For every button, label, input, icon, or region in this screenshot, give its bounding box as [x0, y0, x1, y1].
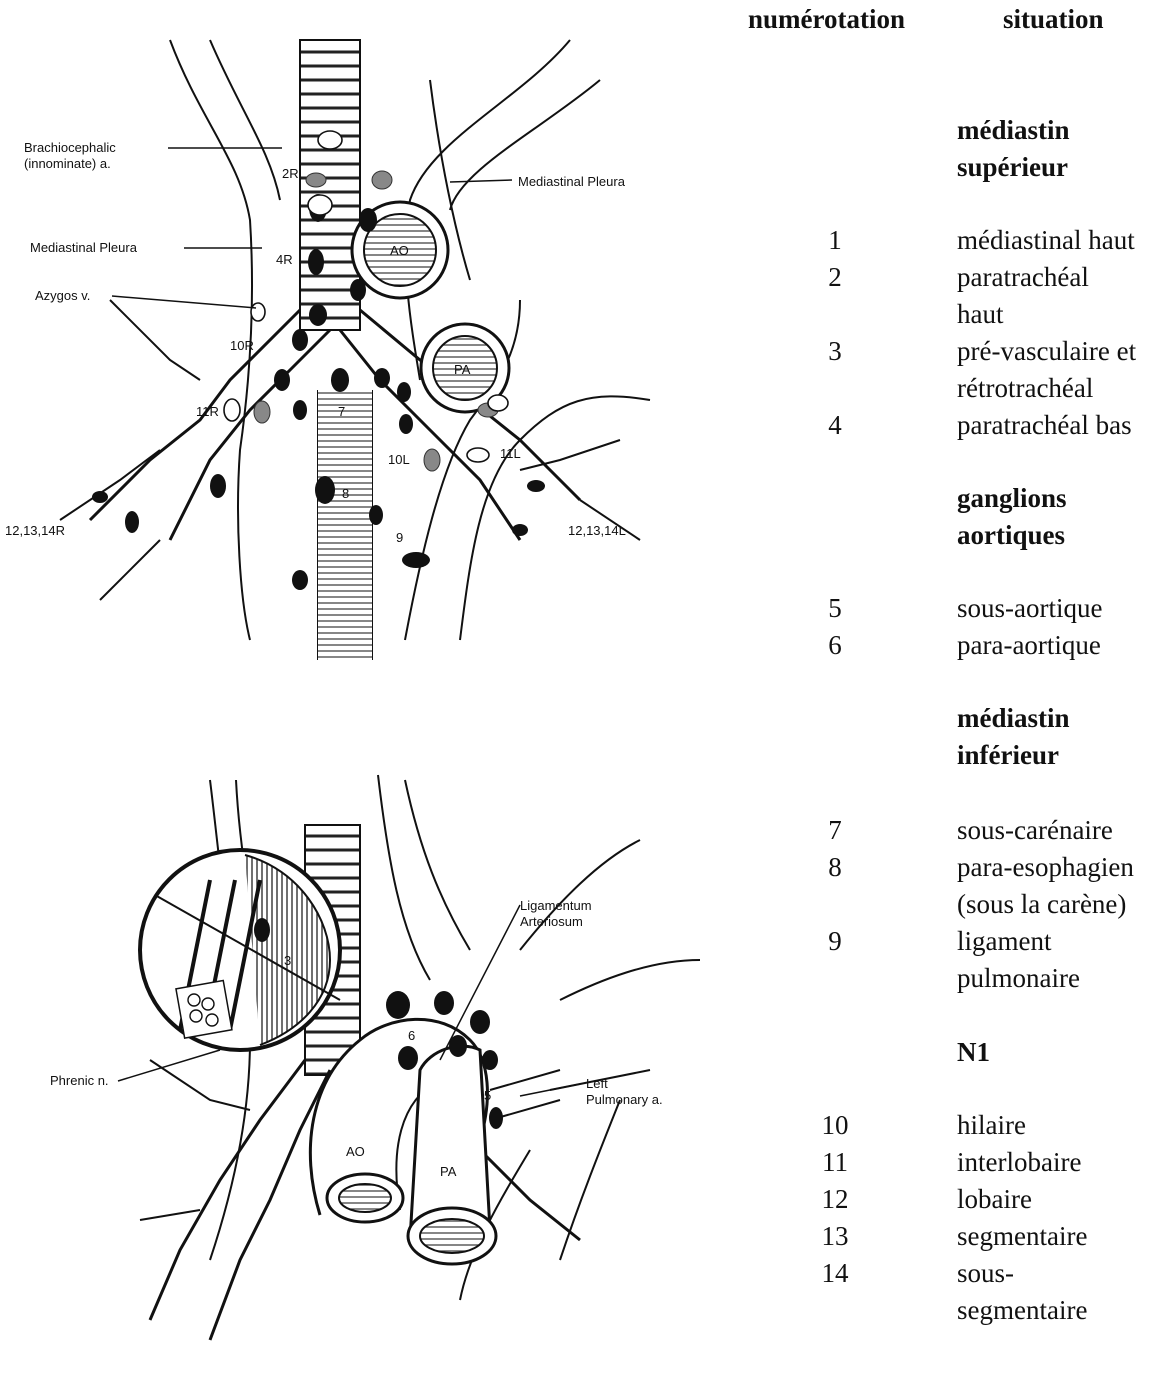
section-title: médiastin — [957, 112, 1070, 149]
label-left: Left — [586, 1076, 608, 1091]
station-number: 4 — [805, 407, 865, 444]
label-mediastinal-pleura-right: Mediastinal Pleura — [30, 240, 138, 255]
label-station-10r: 10R — [230, 338, 254, 353]
station-number: 3 — [805, 333, 865, 370]
station-number: 12 — [805, 1181, 865, 1218]
anatomy-figures: Brachiocephalic (innominate) a. Mediasti… — [0, 0, 720, 1387]
station-location: segmentaire — [957, 1218, 1173, 1255]
label-station-12r: 12,13,14R — [5, 523, 65, 538]
bottom-figure — [118, 775, 700, 1340]
left-pa-pointer — [520, 1084, 580, 1096]
station-number: 7 — [805, 812, 865, 849]
label-station-3: 3 — [284, 953, 291, 968]
label-phrenic: Phrenic n. — [50, 1073, 109, 1088]
label-arteriosum: Arteriosum — [520, 914, 583, 929]
pleura-left-pointer — [450, 180, 512, 182]
station-number: 2 — [805, 259, 865, 296]
label-pa-bottom: PA — [440, 1164, 457, 1179]
station-location: sous- — [957, 1255, 1173, 1292]
station-number: 14 — [805, 1255, 865, 1292]
label-station-2r: 2R — [282, 166, 299, 181]
header-numerotation: numérotation — [748, 4, 905, 35]
station-number: 6 — [805, 627, 865, 664]
section-title: aortiques — [957, 517, 1065, 554]
label-station-5: 5 — [484, 1088, 491, 1103]
section-title: ganglions — [957, 480, 1067, 517]
header-situation: situation — [1003, 4, 1104, 35]
station-location: para-aortique — [957, 627, 1173, 664]
label-station-11l: 11L — [500, 446, 521, 461]
label-brachiocephalic: Brachiocephalic — [24, 140, 116, 155]
label-ligamentum: Ligamentum — [520, 898, 592, 913]
label-station-12l: 12,13,14L — [568, 523, 626, 538]
station-number: 13 — [805, 1218, 865, 1255]
section-title: N1 — [957, 1034, 990, 1071]
phrenic-pointer — [118, 1050, 220, 1081]
station-number: 11 — [805, 1144, 865, 1181]
section-title: supérieur — [957, 149, 1068, 186]
section-title: inférieur — [957, 737, 1059, 774]
station-location: ligament — [957, 923, 1173, 960]
station-location: hilaire — [957, 1107, 1173, 1144]
label-pa-top: PA — [454, 362, 471, 377]
station-number: 8 — [805, 849, 865, 886]
station-number: 5 — [805, 590, 865, 627]
station-location: médiastinal haut — [957, 222, 1173, 259]
label-station-7: 7 — [338, 404, 345, 419]
station-location: interlobaire — [957, 1144, 1173, 1181]
station-location: paratrachéal bas — [957, 407, 1173, 444]
ligamentum-pointer — [440, 905, 520, 1060]
lymph-node-station-table: numérotation situation médiastin supérie… — [735, 0, 1173, 1387]
label-station-6: 6 — [408, 1028, 415, 1043]
station-location: pré-vasculaire et — [957, 333, 1173, 370]
station-location: sous-carénaire — [957, 812, 1173, 849]
label-ao-top: AO — [390, 243, 409, 258]
label-azygos: Azygos v. — [35, 288, 90, 303]
station-location: segmentaire — [957, 1292, 1173, 1329]
label-pulmonary-a: Pulmonary a. — [586, 1092, 663, 1107]
label-station-9: 9 — [396, 530, 403, 545]
station-location: pulmonaire — [957, 960, 1173, 997]
label-station-11r: 11R — [196, 404, 219, 419]
station-location: (sous la carène) — [957, 886, 1173, 923]
station-location: haut — [957, 296, 1173, 333]
station-location: paratrachéal — [957, 259, 1173, 296]
azygos-pointer — [112, 296, 256, 308]
anatomy-svg: Brachiocephalic (innominate) a. Mediasti… — [0, 0, 720, 1387]
station-number: 10 — [805, 1107, 865, 1144]
station-location: sous-aortique — [957, 590, 1173, 627]
station-location: rétrotrachéal — [957, 370, 1173, 407]
label-ao-bottom: AO — [346, 1144, 365, 1159]
label-station-8: 8 — [342, 486, 349, 501]
section-title: médiastin — [957, 700, 1070, 737]
station-location: lobaire — [957, 1181, 1173, 1218]
station-number: 1 — [805, 222, 865, 259]
label-station-4r: 4R — [276, 252, 293, 267]
label-station-10l: 10L — [388, 452, 410, 467]
station-number: 9 — [805, 923, 865, 960]
label-mediastinal-pleura-left: Mediastinal Pleura — [518, 174, 626, 189]
top-figure — [60, 40, 650, 660]
station-location: para-esophagien — [957, 849, 1173, 886]
label-innominate: (innominate) a. — [24, 156, 111, 171]
esophagus — [318, 390, 372, 660]
